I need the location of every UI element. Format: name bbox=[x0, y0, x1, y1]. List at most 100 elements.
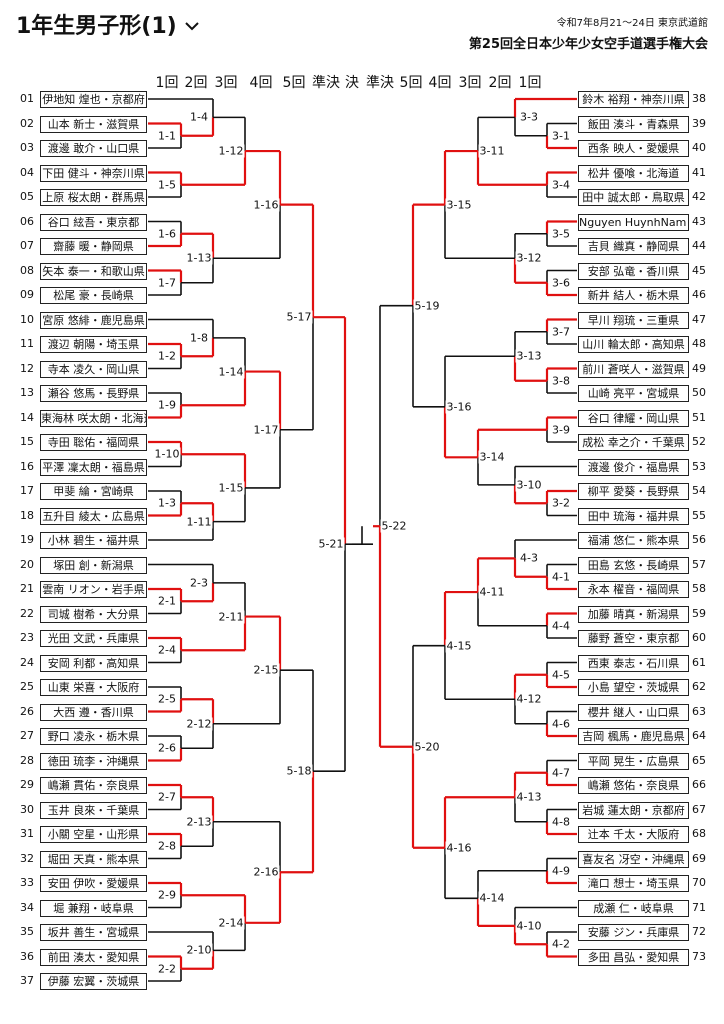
match-label: 4-13 bbox=[515, 790, 543, 804]
player-box[interactable]: 五升目 綾太・広島県 bbox=[40, 507, 147, 525]
player-box[interactable]: 司城 樹希・大分県 bbox=[40, 605, 147, 623]
event-info: 令和7年8月21～24日 東京武道館 第25回全日本少年少女空手道選手権大会 bbox=[469, 14, 708, 52]
player-box[interactable]: 渡邊 俊介・福島県 bbox=[578, 458, 689, 476]
player-box[interactable]: 成瀬 仁・岐阜県 bbox=[578, 899, 689, 917]
player-box[interactable]: 永本 櫂音・福岡県 bbox=[578, 581, 689, 598]
player-box[interactable]: 甲斐 綸・宮崎県 bbox=[40, 483, 147, 500]
player-box[interactable]: 雲南 リオン・岩手県 bbox=[40, 581, 147, 598]
match-label: 5-17 bbox=[285, 310, 313, 324]
player-box[interactable]: 小林 碧生・福井県 bbox=[40, 532, 147, 549]
match-label: 2-12 bbox=[185, 717, 213, 731]
seed-number: 28 bbox=[20, 753, 34, 767]
player-box[interactable]: 田中 琉海・福井県 bbox=[578, 507, 689, 525]
player-box[interactable]: 瀬谷 悠馬・長野県 bbox=[40, 385, 147, 402]
player-box[interactable]: 辻本 千太・大阪府 bbox=[578, 826, 689, 843]
player-box[interactable]: 矢本 泰一・和歌山県 bbox=[40, 262, 147, 280]
player-box[interactable]: 渡邊 敢介・山口県 bbox=[40, 140, 147, 157]
player-box[interactable]: 安田 伊吹・愛媛県 bbox=[40, 875, 147, 892]
match-label: 2-4 bbox=[157, 643, 177, 657]
player-box[interactable]: 谷口 絃吾・東京都 bbox=[40, 213, 147, 231]
player-box[interactable]: 多田 昌弘・愛知県 bbox=[578, 948, 689, 966]
player-box[interactable]: 山東 栄喜・大阪府 bbox=[40, 679, 147, 696]
event-date: 令和7年8月21～24日 東京武道館 bbox=[556, 18, 708, 29]
match-label: 3-3 bbox=[519, 110, 539, 124]
player-box[interactable]: 加藤 晴真・新潟県 bbox=[578, 605, 689, 623]
match-label: 2-7 bbox=[157, 790, 177, 804]
seed-number: 60 bbox=[692, 631, 706, 644]
player-box[interactable]: 玉井 良來・千葉県 bbox=[40, 801, 147, 819]
player-box[interactable]: 上原 桜太朗・群馬県 bbox=[40, 189, 147, 206]
player-box[interactable]: 小關 空星・山形県 bbox=[40, 826, 147, 843]
seed-number: 54 bbox=[692, 484, 706, 497]
player-box[interactable]: 柳平 愛葵・長野県 bbox=[578, 483, 689, 500]
player-box[interactable]: 田中 誠太郎・鳥取県 bbox=[578, 189, 689, 206]
player-box[interactable]: 西東 泰志・石川県 bbox=[578, 654, 689, 672]
player-box[interactable]: 新井 結人・栃木県 bbox=[578, 287, 689, 304]
player-box[interactable]: 東海林 咲太朗・北海道 bbox=[40, 409, 147, 427]
player-box[interactable]: 山本 新士・滋賀県 bbox=[40, 115, 147, 133]
player-box[interactable]: 宮原 悠緋・鹿児島県 bbox=[40, 311, 147, 329]
player-box[interactable]: 大西 遵・香川県 bbox=[40, 703, 147, 721]
player-box[interactable]: 小島 望空・茨城県 bbox=[578, 679, 689, 696]
player-box[interactable]: 成松 幸之介・千葉県 bbox=[578, 434, 689, 451]
player-box[interactable]: 堀田 天真・熊本県 bbox=[40, 850, 147, 868]
player-box[interactable]: 寺田 聡佑・福岡県 bbox=[40, 434, 147, 451]
player-box[interactable]: 光田 文武・兵庫県 bbox=[40, 630, 147, 647]
player-box[interactable]: 伊地知 煌也・京都府 bbox=[40, 91, 147, 108]
match-label: 4-11 bbox=[478, 585, 506, 599]
player-box[interactable]: 安岡 利都・高知県 bbox=[40, 654, 147, 672]
player-box[interactable]: 鈴木 裕翔・神奈川県 bbox=[578, 91, 689, 108]
player-box[interactable]: 塚田 創・新潟県 bbox=[40, 556, 147, 574]
player-box[interactable]: 徳田 琉李・沖縄県 bbox=[40, 752, 147, 770]
player-box[interactable]: 飯田 湊斗・青森県 bbox=[578, 115, 689, 133]
seed-number: 66 bbox=[692, 778, 706, 791]
match-label: 1-14 bbox=[217, 365, 245, 379]
player-box[interactable]: 岩城 蓮太朗・京都府 bbox=[578, 801, 689, 819]
player-box[interactable]: 寺本 凌久・岡山県 bbox=[40, 360, 147, 378]
player-box[interactable]: 櫻井 継人・山口県 bbox=[578, 703, 689, 721]
match-label: 3-11 bbox=[478, 144, 506, 158]
page-title[interactable]: 1年生男子形(1) bbox=[16, 8, 199, 40]
player-box[interactable]: 渡辺 朝陽・埼玉県 bbox=[40, 336, 147, 353]
seed-number: 32 bbox=[20, 851, 34, 865]
player-box[interactable]: 谷口 律耀・岡山県 bbox=[578, 409, 689, 427]
player-box[interactable]: 松尾 豪・長崎県 bbox=[40, 287, 147, 304]
player-box[interactable]: 嶋瀬 悠佑・奈良県 bbox=[578, 777, 689, 794]
player-box[interactable]: 坂井 善生・宮城県 bbox=[40, 924, 147, 941]
player-box[interactable]: 前田 湊太・愛知県 bbox=[40, 948, 147, 966]
player-box[interactable]: 西条 映人・愛媛県 bbox=[578, 140, 689, 157]
seed-number: 03 bbox=[20, 141, 34, 154]
player-box[interactable]: 田島 玄悠・長崎県 bbox=[578, 556, 689, 574]
player-box[interactable]: 吉岡 楓馬・鹿児島県 bbox=[578, 728, 689, 745]
player-box[interactable]: 福浦 悠仁・熊本県 bbox=[578, 532, 689, 549]
match-label: 1-3 bbox=[157, 496, 177, 510]
seed-number: 51 bbox=[692, 410, 706, 424]
player-box[interactable]: 伊藤 宏翼・茨城県 bbox=[40, 973, 147, 990]
player-box[interactable]: 吉貝 織真・静岡県 bbox=[578, 238, 689, 255]
match-label: 1-11 bbox=[185, 515, 213, 529]
player-box[interactable]: 野口 凌永・栃木県 bbox=[40, 728, 147, 745]
seed-number: 13 bbox=[20, 386, 34, 399]
player-box[interactable]: 堀 兼翔・岐阜県 bbox=[40, 899, 147, 917]
player-box[interactable]: 下田 健斗・神奈川県 bbox=[40, 164, 147, 182]
player-box[interactable]: 松井 優喰・北海道 bbox=[578, 164, 689, 182]
player-box[interactable]: 安部 弘竜・香川県 bbox=[578, 262, 689, 280]
seed-number: 53 bbox=[692, 459, 706, 473]
match-label: 2-15 bbox=[252, 663, 280, 677]
player-box[interactable]: 平澤 凜太朗・福島県 bbox=[40, 458, 147, 476]
player-box[interactable]: 藤野 蒼空・東京都 bbox=[578, 630, 689, 647]
player-box[interactable]: 嶋瀬 貫佑・奈良県 bbox=[40, 777, 147, 794]
player-box[interactable]: 山崎 亮平・宮城県 bbox=[578, 385, 689, 402]
player-box[interactable]: 齋藤 暖・静岡県 bbox=[40, 238, 147, 255]
player-box[interactable]: 前川 蒼咲人・滋賀県 bbox=[578, 360, 689, 378]
player-box[interactable]: 早川 翔琉・三重県 bbox=[578, 311, 689, 329]
seed-number: 49 bbox=[692, 361, 706, 375]
player-box[interactable]: 山川 輪太郎・高知県 bbox=[578, 336, 689, 353]
player-box[interactable]: 平岡 晃生・広島県 bbox=[578, 752, 689, 770]
player-box[interactable]: 喜友名 冴空・沖縄県 bbox=[578, 850, 689, 868]
player-box[interactable]: 滝口 想士・埼玉県 bbox=[578, 875, 689, 892]
player-box[interactable]: 安藤 ジン・兵庫県 bbox=[578, 924, 689, 941]
match-label: 1-17 bbox=[252, 423, 280, 437]
match-label: 3-4 bbox=[551, 178, 571, 192]
player-box[interactable]: Nguyen HuynhNam・群馬県 bbox=[578, 213, 689, 231]
